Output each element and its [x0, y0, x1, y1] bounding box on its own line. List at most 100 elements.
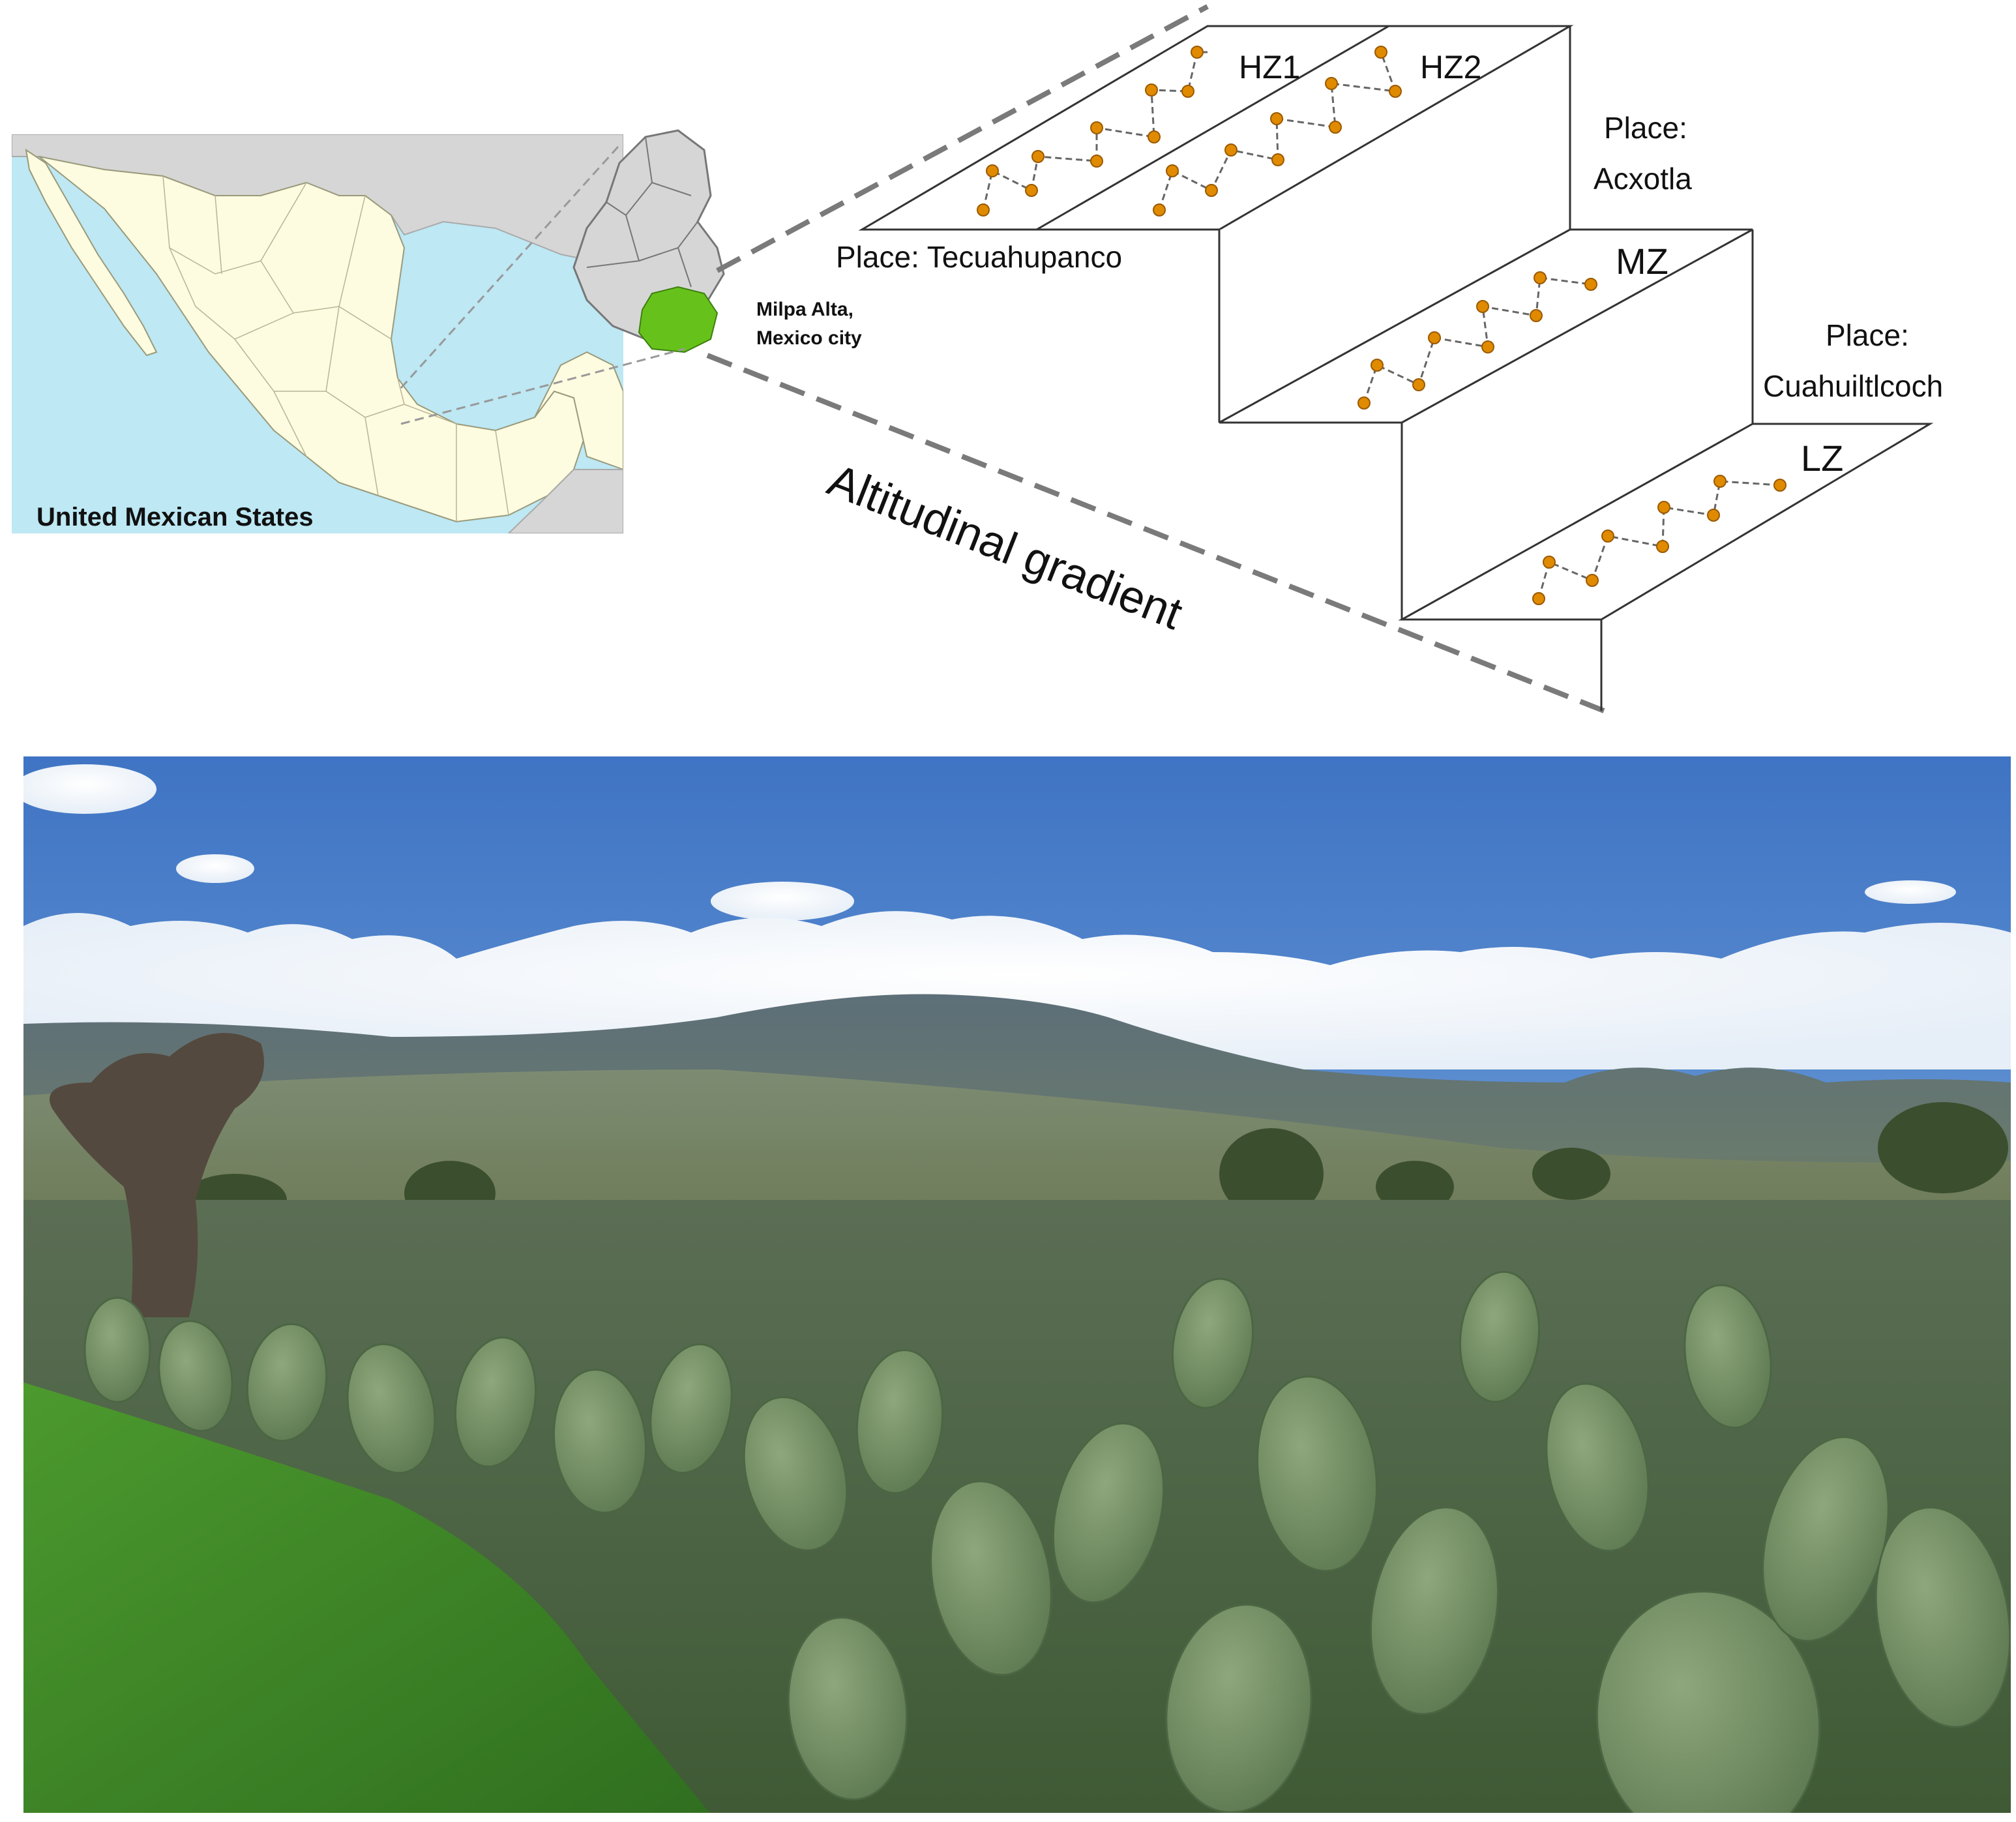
sample-point	[1532, 592, 1545, 605]
cactus-pad	[743, 1396, 848, 1552]
cactus-pad	[158, 1320, 233, 1432]
sample-point	[1534, 271, 1547, 284]
altitude-step-diagram	[858, 25, 1934, 711]
photo-clouds	[23, 764, 2011, 1069]
gradient-label: Altitudinal gradient	[822, 454, 1189, 639]
hz-divider-line	[1036, 25, 1389, 231]
sample-point	[1145, 83, 1158, 97]
cactus-pad	[1683, 1284, 1772, 1429]
bottom-tier-surface	[1398, 423, 1934, 621]
diagram-labels: HZ1 HZ2 MZ LZ Place: Tecuahupanco Place:…	[836, 49, 1943, 479]
sample-point	[1601, 530, 1614, 543]
sample-point	[1031, 150, 1045, 163]
cactus-pad	[552, 1368, 647, 1514]
cactus-pad	[1875, 1506, 2011, 1728]
cactus-pad	[454, 1336, 537, 1468]
cactus-pad	[1256, 1375, 1378, 1572]
zone-label-hz2: HZ2	[1420, 49, 1481, 85]
sample-point	[1543, 556, 1556, 569]
yucatan-peninsula	[534, 351, 623, 471]
place-label-bottom-line1: Place:	[1826, 318, 1909, 352]
sample-point	[1025, 184, 1038, 197]
region-label-line2: Mexico city	[756, 327, 862, 349]
sample-point	[1656, 540, 1669, 553]
central-america	[507, 469, 623, 533]
tree	[1532, 1148, 1610, 1200]
sampling-transects	[977, 46, 1786, 605]
cactus-pad	[1545, 1382, 1650, 1552]
zoom-guide-lines	[706, 4, 1605, 713]
cactus-pads	[83, 1270, 2011, 1813]
sample-point	[1148, 130, 1161, 143]
sample-point	[1325, 77, 1338, 90]
sample-point	[1428, 331, 1441, 344]
sample-point	[986, 164, 999, 177]
sample-point	[1271, 153, 1284, 166]
sample-point	[1389, 85, 1402, 98]
sample-point	[1270, 112, 1283, 125]
sample-point	[1205, 184, 1218, 197]
sample-point	[1481, 340, 1494, 353]
zone-label-mz: MZ	[1616, 241, 1668, 282]
cactus-pad	[930, 1480, 1052, 1677]
cactus-pad	[346, 1343, 436, 1474]
sample-point	[1153, 203, 1166, 217]
sample-point	[1707, 509, 1720, 522]
cloud	[711, 882, 854, 921]
sample-point	[1329, 121, 1342, 134]
place-label-middle-line2: Acxotla	[1594, 162, 1692, 196]
cactus-pad	[1052, 1422, 1165, 1604]
sample-point	[1374, 46, 1387, 59]
sample-point	[1476, 300, 1489, 313]
cactus-pad	[1369, 1506, 1500, 1715]
sample-point	[1357, 396, 1371, 410]
sample-point	[1224, 143, 1238, 157]
cactus-pad	[1459, 1270, 1541, 1403]
sample-point	[1181, 85, 1194, 98]
sample-point	[1412, 378, 1425, 391]
cloud	[23, 764, 156, 814]
cactus-pad	[246, 1322, 328, 1442]
cactus-pad	[649, 1343, 733, 1474]
sample-point	[1090, 121, 1103, 134]
cactus-field-photo	[23, 756, 2011, 1813]
cloud	[1865, 880, 1956, 904]
cactus-pad	[83, 1296, 151, 1403]
baja-peninsula	[25, 148, 158, 357]
cloud	[176, 854, 254, 883]
sample-point	[1773, 479, 1786, 492]
sample-point	[977, 203, 990, 217]
cactus-pad	[1165, 1604, 1312, 1813]
borough-borders	[586, 136, 698, 288]
transect-hz2	[1158, 51, 1397, 211]
photo-grass	[23, 1382, 710, 1813]
sample-point	[1371, 359, 1384, 372]
place-label-middle-line1: Place:	[1604, 111, 1687, 145]
sample-point	[1586, 574, 1599, 587]
photo-valley	[23, 1069, 2011, 1239]
milpa-alta-highlight	[638, 286, 719, 353]
tree	[1878, 1102, 2008, 1193]
sample-point	[1530, 309, 1543, 322]
cloud-bank	[23, 911, 2011, 1069]
transect-lz	[1537, 480, 1781, 599]
sample-point	[1584, 278, 1597, 291]
dead-tree-trunk	[50, 1033, 264, 1317]
map-projection-lines	[400, 145, 685, 425]
place-label-bottom-line2: Cuahuiltlcoch	[1763, 369, 1943, 403]
sample-point	[1713, 475, 1727, 488]
place-label-top: Place: Tecuahupanco	[836, 240, 1122, 274]
sample-point	[1191, 46, 1204, 59]
sample-point	[1657, 501, 1670, 514]
cactus-pad	[855, 1349, 944, 1495]
cactus-pad	[1171, 1277, 1254, 1409]
state-borders	[162, 175, 509, 522]
cactus-pad	[787, 1616, 908, 1801]
region-label-line1: Milpa Alta,	[756, 299, 853, 320]
zone-label-lz: LZ	[1801, 438, 1843, 479]
tree	[1219, 1128, 1324, 1219]
mexico-city-inset: Milpa Alta, Mexico city	[572, 129, 862, 353]
sample-point	[1166, 164, 1179, 177]
sample-point	[1090, 155, 1103, 168]
